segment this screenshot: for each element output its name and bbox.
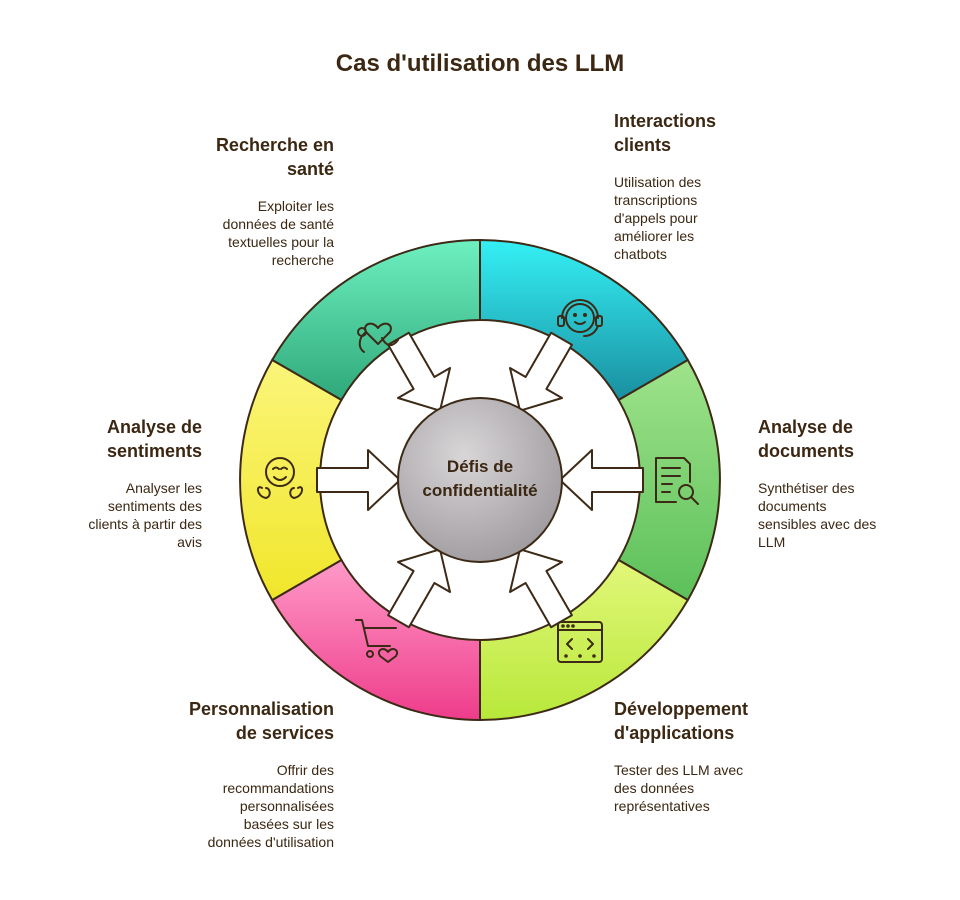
block-description: Offrir des recommandations personnalisée…	[207, 762, 334, 850]
block-developpement-applications: Développement d'applications Tester des …	[614, 697, 774, 815]
block-description: Utilisation des transcriptions d'appels …	[614, 174, 702, 262]
block-title: Analyse de documents	[758, 417, 855, 461]
smiling-face-icon	[256, 457, 304, 499]
stethoscope-heart-icon	[357, 322, 399, 353]
diagram-title: Cas d'utilisation des LLM	[335, 50, 625, 77]
block-description: Analyser les sentiments des clients à pa…	[88, 480, 202, 550]
arrow-sentiments	[316, 449, 401, 511]
cart-heart-icon	[355, 619, 398, 663]
block-recherche-sante: Recherche en santé Exploiter les données…	[184, 133, 334, 269]
arrows	[316, 331, 644, 629]
block-description: Synthétiser des documents sensibles avec…	[758, 480, 877, 550]
headset-agent-icon	[557, 299, 603, 337]
block-interactions-clients: Interactions clients Utilisation des tra…	[614, 109, 764, 263]
arrow-documents	[559, 449, 644, 511]
arrow-developpement	[509, 548, 573, 629]
arrow-interactions	[509, 331, 573, 412]
block-analyse-sentiments: Analyse de sentiments Analyser les senti…	[52, 415, 202, 551]
center-circle	[397, 397, 563, 563]
block-title: Recherche en santé	[215, 135, 334, 179]
block-description: Tester des LLM avec des données représen…	[614, 762, 744, 814]
code-window-icon	[557, 621, 603, 663]
document-search-icon	[655, 457, 699, 505]
block-title: Interactions clients	[614, 111, 717, 155]
block-personnalisation-services: Personnalisation de services Offrir des …	[174, 697, 334, 851]
block-title: Personnalisation de services	[188, 699, 334, 743]
arrow-personnalisation	[387, 548, 451, 629]
center-label: Défis de confidentialité	[422, 457, 538, 500]
ring	[239, 238, 721, 722]
arrow-recherche	[387, 331, 451, 412]
block-title: Analyse de sentiments	[106, 417, 202, 461]
block-analyse-documents: Analyse de documents Synthétiser des doc…	[758, 415, 918, 551]
block-description: Exploiter les données de santé textuelle…	[222, 198, 334, 268]
block-title: Développement d'applications	[614, 699, 749, 743]
